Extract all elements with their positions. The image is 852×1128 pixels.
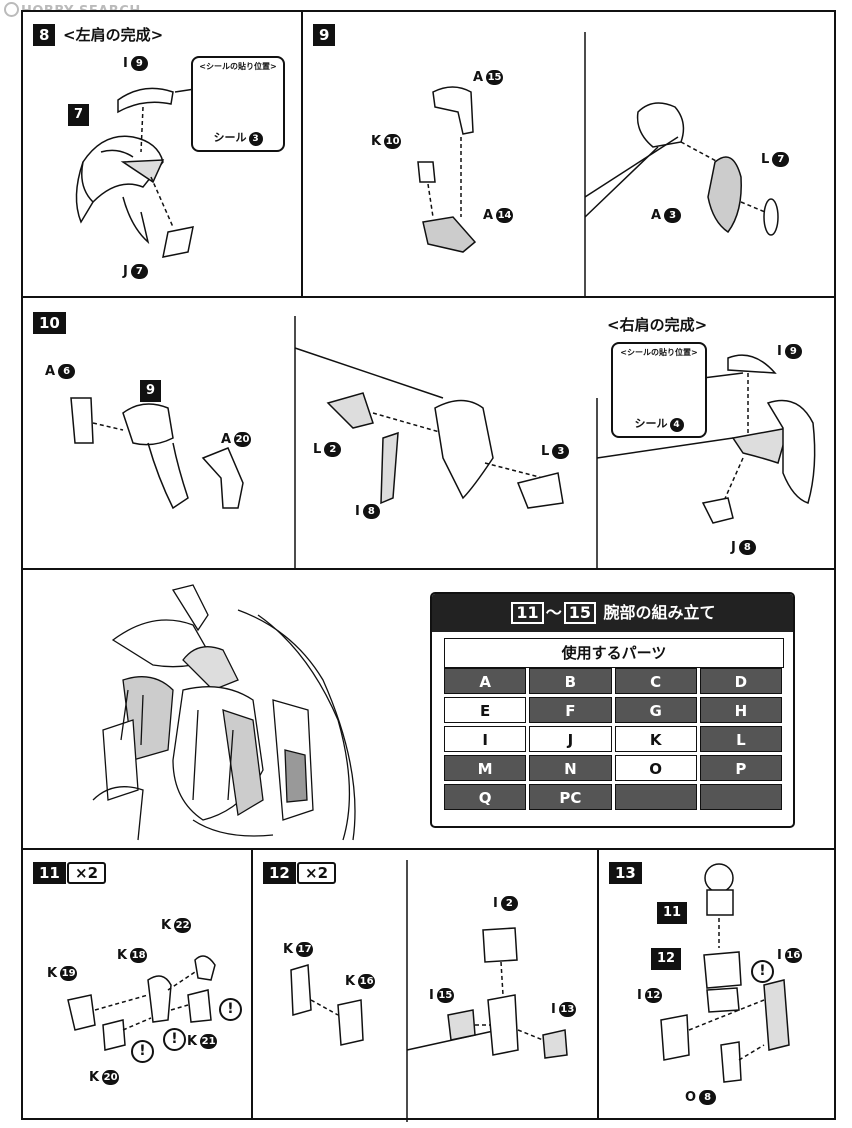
step-11-badge: 11 <box>33 862 66 884</box>
parts-cell: D <box>699 668 782 694</box>
parts-cell: E <box>444 697 527 723</box>
step-12-illustration <box>290 860 568 1122</box>
parts-cell: O <box>614 755 697 781</box>
logo-icon <box>4 2 19 17</box>
parts-cell: L <box>699 726 782 752</box>
step-13-badge: 13 <box>609 862 642 884</box>
parts-cell <box>614 784 697 810</box>
step-10-title: <右肩の完成> <box>607 316 708 334</box>
warning-icon: ! <box>131 1040 154 1063</box>
parts-cell: PC <box>529 784 612 810</box>
step-8-badge: 8 <box>33 24 56 46</box>
step-11-illustration <box>67 955 216 1051</box>
parts-cell: J <box>529 726 612 752</box>
warning-icon: ! <box>163 1028 186 1051</box>
parts-cell: B <box>529 668 612 694</box>
step-11-multiplier: ×2 <box>67 862 107 884</box>
seal-heading: <シールの貼り位置> <box>620 348 698 357</box>
parts-cell: C <box>614 668 697 694</box>
parts-cell: G <box>614 697 697 723</box>
seal-heading: <シールの貼り位置> <box>199 62 277 71</box>
step-10-ref-badge: 9 <box>140 380 162 402</box>
warning-icon: ! <box>751 960 774 983</box>
parts-cell: K <box>614 726 697 752</box>
step-12-badge: 12 <box>263 862 296 884</box>
step-9-illustration <box>417 32 779 300</box>
step-10-badge: 10 <box>33 312 66 334</box>
warning-icon: ! <box>219 998 242 1021</box>
step-10-illustration <box>70 316 816 572</box>
robot-arm-illustration <box>92 584 356 841</box>
step-8-title: <左肩の完成> <box>63 26 164 44</box>
parts-cell: F <box>529 697 612 723</box>
parts-cell: M <box>444 755 527 781</box>
parts-cell <box>699 784 782 810</box>
step-13-ref-badge-12: 12 <box>651 948 682 970</box>
parts-table-header: 11〜15 腕部の組み立て <box>432 594 793 632</box>
step-13-ref-badge-11: 11 <box>657 902 688 924</box>
step-9-badge: 9 <box>313 24 336 46</box>
step-12-multiplier: ×2 <box>297 862 337 884</box>
parts-cell: P <box>699 755 782 781</box>
parts-cell: Q <box>444 784 527 810</box>
parts-cell: I <box>444 726 527 752</box>
parts-cell: H <box>699 697 782 723</box>
parts-cell: N <box>529 755 612 781</box>
parts-cell: A <box>444 668 527 694</box>
parts-table-subheader: 使用するパーツ <box>444 638 784 668</box>
step-13-illustration <box>660 863 790 1083</box>
step-8-ref-badge: 7 <box>68 104 90 126</box>
